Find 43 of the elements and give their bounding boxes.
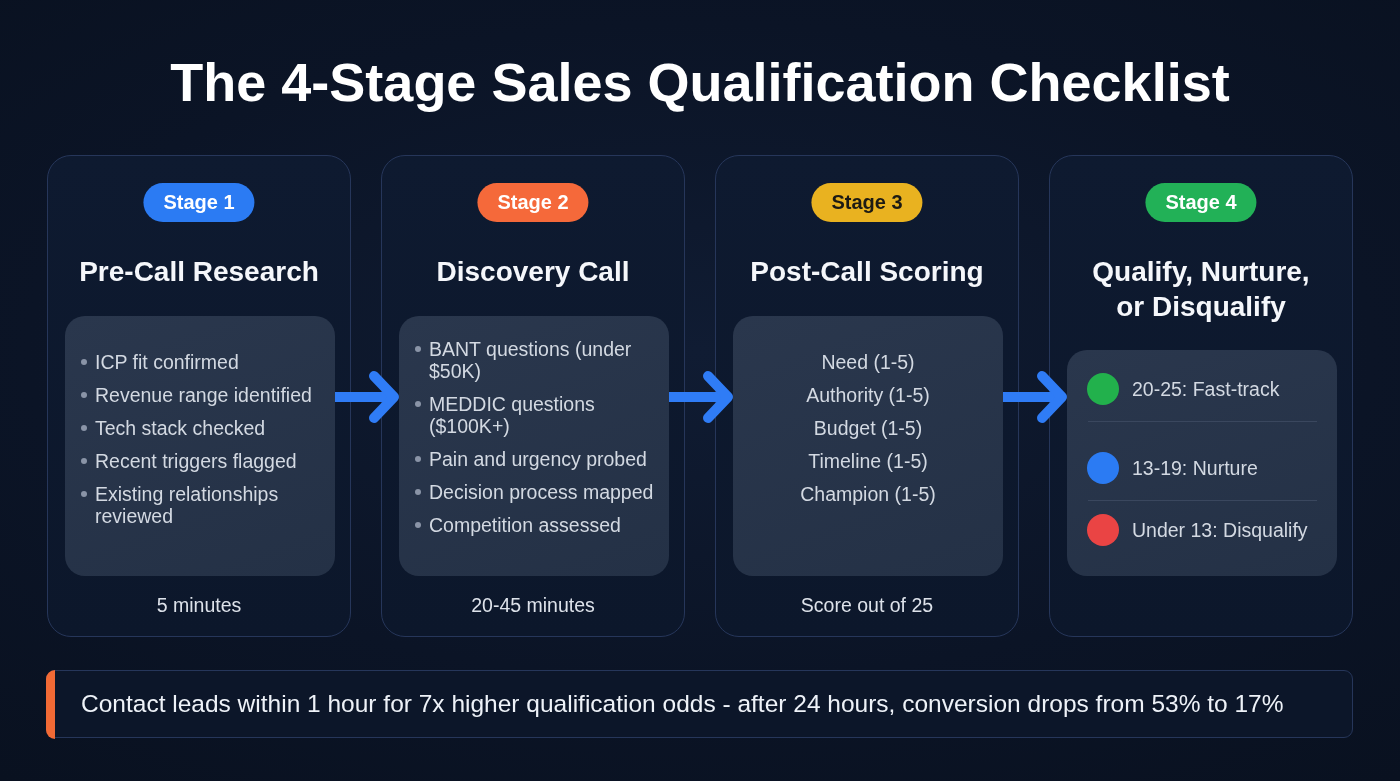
checklist-item: Pain and urgency probed	[429, 448, 647, 470]
stage-card	[381, 155, 685, 637]
outcome-text: 13-19: Nurture	[1132, 457, 1258, 479]
stage-badge: Stage 2	[477, 183, 589, 222]
stage-heading: Discovery Call	[436, 255, 630, 289]
arrow	[335, 371, 399, 423]
score-criterion: Champion (1-5)	[800, 483, 936, 505]
title: The 4-Stage Sales Qualification Checklist	[170, 51, 1230, 114]
duration-note: 20-45 minutes	[471, 593, 595, 617]
score-criterion: Budget (1-5)	[813, 417, 923, 439]
stage-badge: Stage 3	[811, 183, 923, 222]
outcome-text: Under 13: Disqualify	[1132, 519, 1308, 541]
checklist-panel	[65, 316, 335, 576]
checklist-item: Competition assessed	[429, 514, 621, 536]
score-criterion: Need (1-5)	[821, 351, 915, 373]
score-criterion: Timeline (1-5)	[808, 450, 928, 472]
tip-banner	[46, 670, 1353, 738]
stage-heading: Post-Call Scoring	[750, 255, 984, 289]
stage-heading: Qualify, Nurture, or Disqualify	[1091, 255, 1311, 324]
outcome-panel	[1067, 350, 1337, 576]
checklist-item: ICP fit confirmed	[95, 351, 239, 373]
checklist-item: BANT questions (under $50K)	[429, 338, 633, 382]
checklist-item: Tech stack checked	[95, 417, 266, 439]
stage-badge: Stage 4	[1145, 183, 1257, 222]
checklist-panel	[399, 316, 669, 576]
checklist-item: MEDDIC questions ($100K+)	[429, 393, 596, 437]
arrow	[669, 371, 733, 423]
checklist-item: Recent triggers flagged	[95, 450, 297, 472]
stage-badge: Stage 1	[143, 183, 255, 222]
duration-note: 5 minutes	[156, 593, 242, 617]
stage-card	[1049, 155, 1353, 637]
stage-card	[47, 155, 351, 637]
arrow	[1003, 371, 1067, 423]
checklist-item: Revenue range identified	[95, 384, 312, 406]
duration-note: Score out of 25	[800, 593, 934, 617]
checklist-item: Decision process mapped	[429, 481, 654, 503]
tip-text: Contact leads within 1 hour for 7x higher qualification odds - after 24 hours, conversion drops from 53% to 17%	[81, 689, 1284, 719]
stage-heading: Pre-Call Research	[79, 255, 319, 289]
score-panel	[733, 316, 1003, 576]
stage-card	[715, 155, 1019, 637]
score-criterion: Authority (1-5)	[806, 384, 930, 406]
outcome-text: 20-25: Fast-track	[1132, 378, 1280, 400]
checklist-item: Existing relationships reviewed	[95, 483, 280, 527]
